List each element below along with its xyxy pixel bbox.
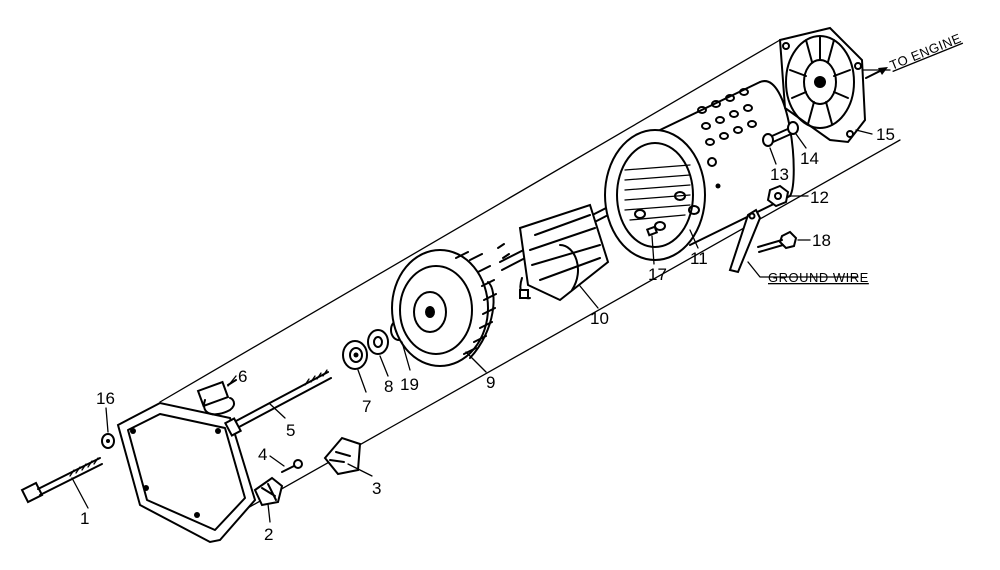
part-9-fan [391, 249, 497, 367]
callout-13: 13 [770, 165, 789, 184]
callout-19: 19 [400, 375, 419, 394]
part-3-rectifier [323, 436, 362, 476]
callout-8: 8 [384, 377, 393, 396]
part-1-long-bolt [20, 457, 103, 504]
callout-11: 11 [690, 249, 708, 268]
to-engine-label: TO ENGINE [888, 30, 964, 72]
part-8-washer [367, 329, 389, 355]
part-12-nut [766, 184, 790, 208]
callout-1: 1 [80, 509, 89, 528]
part-18-bolt [757, 230, 798, 253]
callout-4: 4 [258, 445, 267, 464]
part-10-rotor [497, 203, 613, 302]
callout-10: 10 [590, 309, 609, 328]
callout-3: 3 [372, 479, 381, 498]
callout-12: 12 [810, 188, 829, 207]
part-4-screw [281, 459, 303, 473]
callout-14: 14 [800, 149, 819, 168]
part-2-brush-holder [253, 476, 284, 507]
leader-lines [71, 129, 873, 523]
callout-16: 16 [96, 389, 115, 408]
part-5-through-stud [223, 369, 332, 437]
part-17-clip [645, 225, 659, 237]
part-14-washer [787, 121, 799, 135]
callout-2: 2 [264, 525, 273, 544]
callout-9: 9 [486, 373, 495, 392]
ground-wire-strap [728, 208, 859, 278]
callout-7: 7 [362, 397, 371, 416]
callout-labels: 1 2 3 4 5 6 7 8 19 9 10 11 17 12 18 13 1… [80, 125, 895, 544]
callout-18: 18 [812, 231, 831, 250]
part-6-connector [196, 379, 237, 416]
callout-17: 17 [648, 265, 667, 284]
ground-wire-label: GROUND WIRE [768, 270, 869, 285]
part-16-washer [101, 433, 115, 449]
to-engine-arrow [865, 67, 888, 79]
vent-slots [634, 88, 757, 231]
part-15-engine-adapter [778, 26, 867, 144]
callout-15: 15 [876, 125, 895, 144]
end-cover-plate [116, 401, 257, 544]
callout-6: 6 [238, 367, 247, 386]
callout-5: 5 [286, 421, 295, 440]
part-7-bearing [342, 340, 368, 370]
part-11-stator-housing [604, 80, 795, 261]
part-13-screw [762, 127, 792, 147]
